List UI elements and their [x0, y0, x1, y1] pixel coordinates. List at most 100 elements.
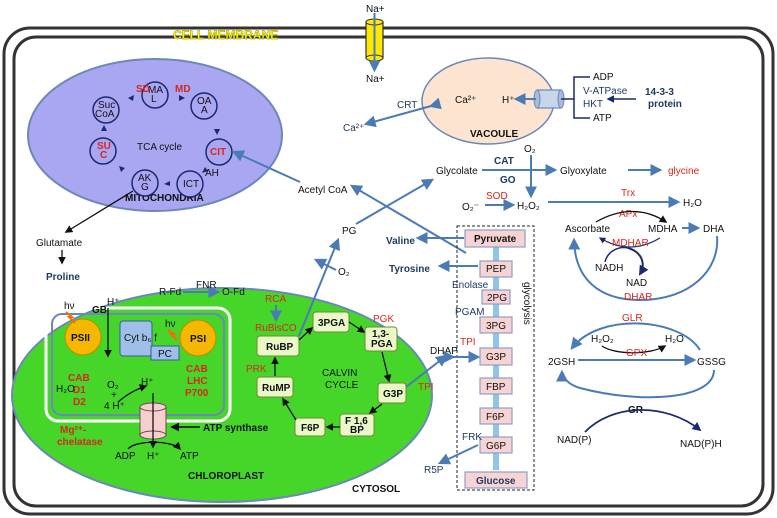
ah-label: AH [205, 168, 219, 179]
rca-label: RCA [265, 294, 286, 305]
fbp-calvin-line1: F 1,6 [345, 416, 368, 427]
f6p-calvin-label: F6P [301, 423, 320, 434]
sodium-channel [365, 13, 384, 73]
dha-label: DHA [703, 224, 724, 235]
pc-label: PC [158, 349, 172, 360]
ascorbate-label: Ascorbate [565, 224, 610, 235]
protein-label: protein [648, 99, 682, 110]
rubp-box [256, 335, 300, 357]
prk-label: PRK [246, 364, 267, 375]
cytosol-label: CYTOSOL [352, 484, 400, 495]
sucoa-label-2: CoA [95, 109, 115, 120]
pg-label: PG [342, 226, 357, 237]
glr-label: GLR [622, 313, 643, 324]
psi-complex [179, 319, 217, 357]
nadph-label: NAD(P)H [680, 439, 722, 450]
rump-box [256, 376, 294, 398]
chloro-adp-label: ADP [115, 451, 136, 462]
glycolysis-label: glycolysis [521, 282, 532, 325]
cab2-line1: CAB [186, 364, 208, 375]
g6p-to-r5p-arrow [437, 444, 479, 465]
hplus2-label: H⁺ [141, 377, 154, 388]
acetyl-coa-label: Acetyl CoA [298, 185, 348, 196]
cab1-line3: D2 [73, 397, 86, 408]
vacuole-atp-label: ATP [593, 113, 612, 124]
cell-membrane-title: CELL MEMBRANE [173, 28, 278, 42]
nadp-to-nadph-arrow [584, 409, 702, 433]
nadp-label: NAD(P) [557, 435, 591, 446]
calvin-boxes [256, 311, 407, 437]
f6p-box [479, 407, 513, 425]
four-h-label: 4 H⁺ [104, 401, 125, 412]
fbp-calvin-line2: BP [350, 425, 364, 436]
calvin-line1: CALVIN [322, 368, 357, 379]
vacuole-ca-label: Ca²⁺ [455, 95, 476, 106]
thylakoid-membrane-inner [51, 313, 225, 416]
enolase-label: Enolase [452, 280, 489, 291]
proline-label: Proline [46, 272, 80, 283]
chloro-atp-label: ATP [180, 451, 199, 462]
gsh-label: 2GSH [548, 357, 575, 368]
pyruvate-to-acetylcoa-arrow [349, 184, 467, 254]
cit-label: CIT [210, 147, 226, 158]
v-atpase-label: V-ATPase [583, 86, 628, 97]
vacuole-h-label: H⁺ [502, 95, 515, 106]
bpga-box [364, 326, 398, 352]
nadh-link [604, 246, 629, 263]
h-to-synthase-arrow [117, 384, 148, 403]
plus-label: + [111, 390, 117, 401]
cell-membrane-outer [2, 26, 775, 516]
glycolysis-boxes [464, 229, 528, 489]
akg-label-1: AK [138, 173, 152, 184]
rump-label: RuMP [262, 383, 291, 394]
rubp-to-pg-arrow [298, 237, 340, 337]
hplus3-label: H⁺ [147, 451, 160, 462]
cytb6f-complex [119, 320, 153, 357]
rfd-label: R-Fd [159, 287, 181, 298]
calvin-arrows [271, 321, 392, 431]
g3p-to-dhap-arrow [405, 354, 448, 388]
h2o-label: H₂O [56, 384, 75, 395]
gpx-label: GPX [626, 348, 647, 359]
chloroplast [11, 287, 433, 503]
o2-to-pg-arrow [313, 258, 337, 271]
oaa-label-1: OA [197, 96, 212, 107]
mitochondria [27, 58, 283, 212]
pg2-box [481, 289, 511, 305]
crt-label: CRT [397, 100, 417, 111]
pep-label: PEP [486, 264, 506, 275]
o2-chloro-label: O₂ [107, 380, 119, 391]
mg-chelatase-line1: Mg²⁺- [60, 425, 86, 436]
cytosol-ca-label: Ca²⁺ [343, 123, 364, 134]
mdhar-arrow [598, 237, 661, 248]
v-atpase-pump [513, 76, 636, 119]
gpx-curve [601, 345, 667, 354]
f6p-calvin-box [294, 417, 326, 437]
atp-synthase-label: ATP synthase [203, 423, 269, 434]
dhar-label: DHAR [624, 292, 652, 303]
mdhar-label: MDHAR [612, 238, 649, 249]
g6p-box [479, 436, 513, 454]
atp-synthase [127, 393, 200, 451]
sd-label: SD [136, 84, 150, 95]
superoxide-label: O₂⁻ [462, 202, 479, 213]
hv1-label: hν [64, 301, 75, 312]
pg-to-glycolate-arrow [355, 178, 435, 225]
gr-arrow [556, 369, 715, 399]
mg-chelatase-line2: chelatase [57, 437, 103, 448]
fbp-calvin-box [339, 413, 375, 437]
protein-14-3-3-label: 14-3-3 [645, 87, 674, 98]
mitochondria-title: MITOCHONDRIA [125, 193, 204, 204]
glycolate-label: Glycolate [436, 166, 478, 177]
suc-label-1: SU [97, 141, 111, 152]
glyoxylate-label: Glyoxylate [560, 166, 607, 177]
g3p-calvin-box [377, 382, 407, 404]
nadh-to-nad-arrow [627, 247, 649, 276]
vacuole-adp-label: ADP [593, 72, 614, 83]
h2o2-label: H₂O₂ [517, 201, 540, 212]
crt-arrow [363, 97, 442, 128]
go-label: GO [500, 175, 516, 186]
glycine-label: glycine [668, 166, 700, 177]
cab2-line3: P700 [185, 388, 209, 399]
